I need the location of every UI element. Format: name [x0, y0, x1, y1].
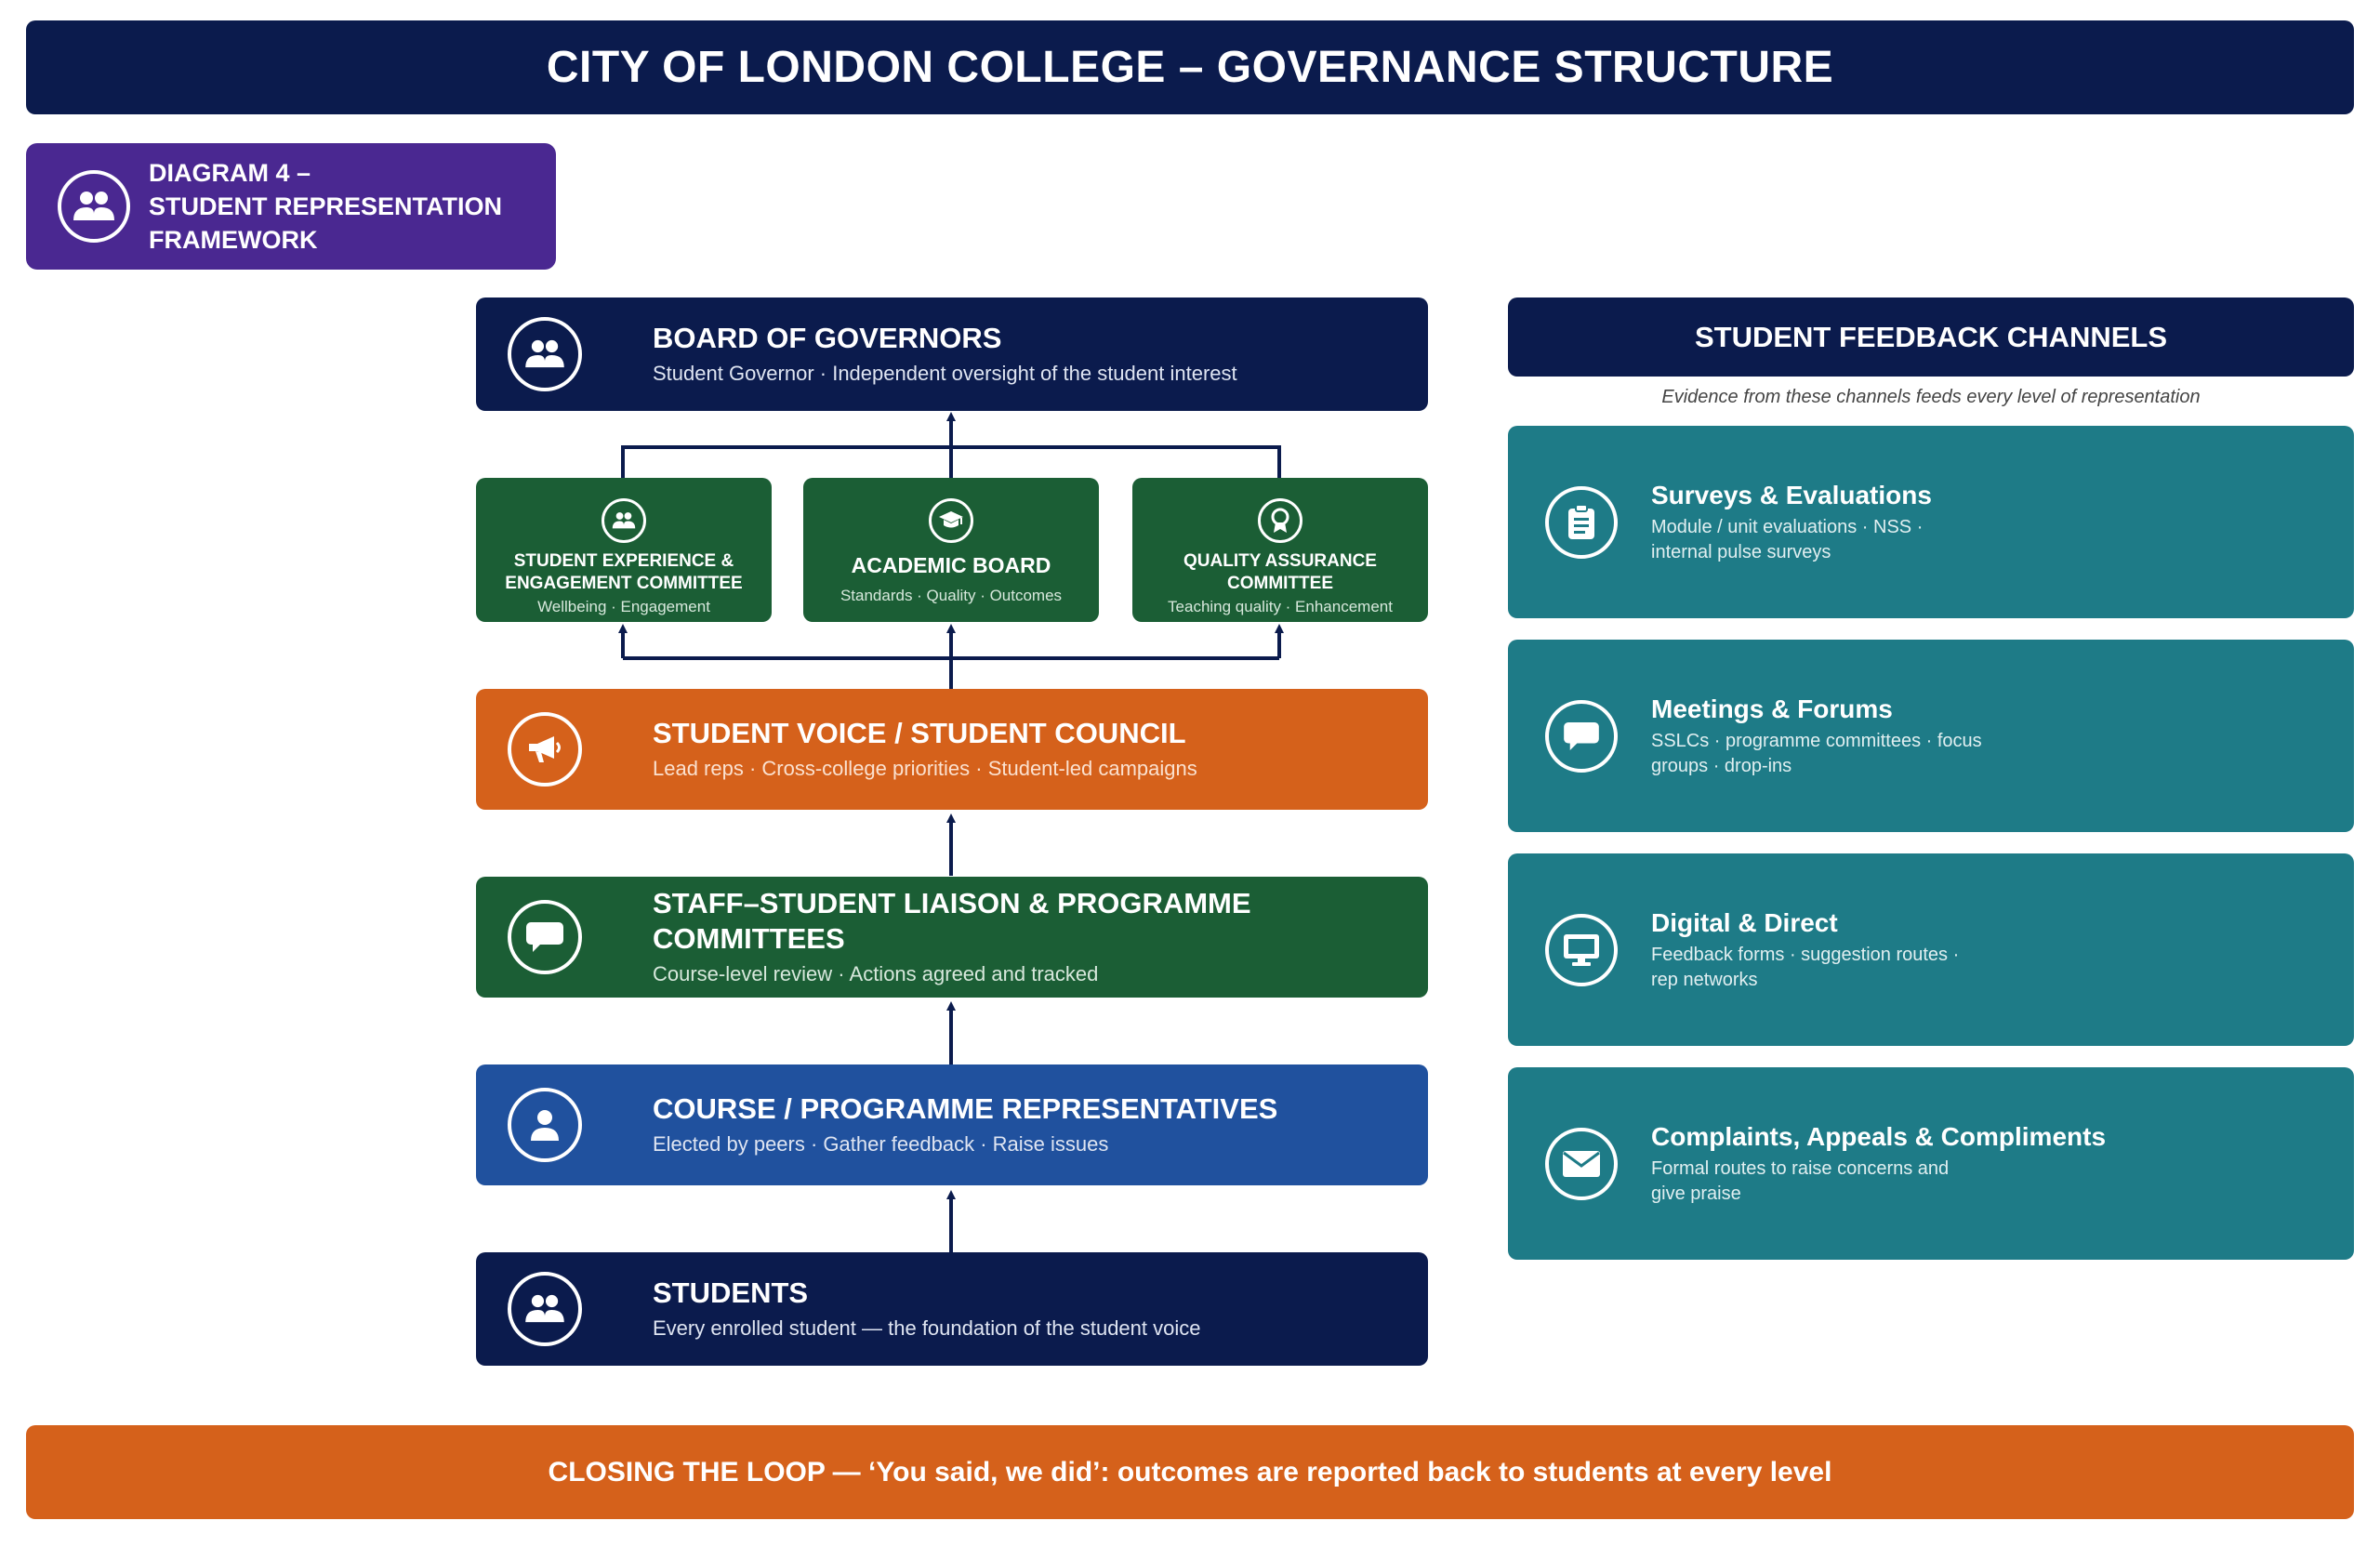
committee-1-subtitle: Wellbeing · Engagement — [537, 598, 710, 615]
feedback-header-text: STUDENT FEEDBACK CHANNELS — [1694, 320, 2168, 353]
board-subtitle: Student Governor · Independent oversight… — [653, 362, 1237, 385]
graduation-cap-icon — [929, 498, 973, 543]
course-reps-box: COURSE / PROGRAMME REPRESENTATIVES Elect… — [476, 1064, 1428, 1185]
envelope-icon — [1545, 1127, 1618, 1200]
committee-3-subtitle: Teaching quality · Enhancement — [1168, 598, 1393, 615]
megaphone-icon — [508, 712, 582, 787]
channel-surveys-title: Surveys & Evaluations — [1651, 480, 1932, 509]
council-subtitle: Lead reps · Cross-college priorities · S… — [653, 757, 1197, 780]
students-title: STUDENTS — [653, 1276, 809, 1309]
award-ribbon-icon — [1258, 498, 1302, 543]
channel-meetings-title: Meetings & Forums — [1651, 694, 1893, 723]
committee-2-title: ACADEMIC BOARD — [851, 553, 1051, 577]
speech-bubble-icon — [508, 900, 582, 974]
committee-2-subtitle: Standards · Quality · Outcomes — [840, 587, 1063, 604]
student-experience-committee-box: STUDENT EXPERIENCE & ENGAGEMENT COMMITTE… — [476, 478, 772, 622]
students-box: STUDENTS Every enrolled student — the fo… — [476, 1252, 1428, 1366]
board-of-governors-box: BOARD OF GOVERNORS Student Governor · In… — [476, 298, 1428, 411]
person-icon — [508, 1088, 582, 1162]
page-title: CITY OF LONDON COLLEGE – GOVERNANCE STRU… — [546, 43, 1834, 92]
diagram-label-line3: FRAMEWORK — [149, 226, 318, 254]
committee-1-title-line1: STUDENT EXPERIENCE & — [513, 551, 734, 571]
people-icon — [602, 498, 646, 543]
channel-complaints: Complaints, Appeals & Compliments Formal… — [1508, 1067, 2354, 1260]
diagram-label-line1: DIAGRAM 4 – — [149, 159, 311, 187]
reps-title: COURSE / PROGRAMME REPRESENTATIVES — [653, 1092, 1278, 1125]
channel-digital: Digital & Direct Feedback forms · sugges… — [1508, 853, 2354, 1046]
people-icon — [508, 1272, 582, 1346]
committee-3-title-line2: COMMITTEE — [1227, 574, 1333, 593]
reps-subtitle: Elected by peers · Gather feedback · Rai… — [653, 1132, 1109, 1156]
people-icon — [58, 170, 130, 243]
channel-meetings-desc: SSLCs · programme committees · focus gro… — [1651, 730, 1982, 776]
diagram-label: DIAGRAM 4 – STUDENT REPRESENTATION FRAME… — [26, 143, 556, 270]
quality-assurance-committee-box: QUALITY ASSURANCE COMMITTEE Teaching qua… — [1132, 478, 1428, 622]
student-council-box: STUDENT VOICE / STUDENT COUNCIL Lead rep… — [476, 689, 1428, 810]
channel-digital-title: Digital & Direct — [1651, 907, 1838, 937]
committee-1-title-line2: ENGAGEMENT COMMITTEE — [505, 574, 743, 593]
channel-digital-desc: Feedback forms · suggestion routes · rep… — [1651, 944, 1960, 990]
students-subtitle: Every enrolled student — the foundation … — [653, 1316, 1201, 1340]
council-title: STUDENT VOICE / STUDENT COUNCIL — [653, 717, 1186, 749]
channel-meetings: Meetings & Forums SSLCs · programme comm… — [1508, 640, 2354, 832]
feedback-channels-header: STUDENT FEEDBACK CHANNELS — [1508, 298, 2354, 377]
liaison-committees-box: STAFF–STUDENT LIAISON & PROGRAMME COMMIT… — [476, 877, 1428, 998]
channel-surveys-desc: Module / unit evaluations · NSS · intern… — [1651, 516, 1924, 562]
diagram-label-line2: STUDENT REPRESENTATION — [149, 192, 503, 220]
feedback-note: Evidence from these channels feeds every… — [1661, 387, 2201, 407]
channel-complaints-desc: Formal routes to raise concerns and give… — [1651, 1157, 1950, 1204]
board-title: BOARD OF GOVERNORS — [653, 322, 1002, 354]
people-icon — [508, 317, 582, 391]
footer-text: CLOSING THE LOOP — ‘You said, we did’: o… — [548, 1456, 1832, 1488]
page-title-bar: CITY OF LONDON COLLEGE – GOVERNANCE STRU… — [26, 20, 2354, 114]
channel-complaints-title: Complaints, Appeals & Compliments — [1651, 1121, 2107, 1151]
committee-3-title-line1: QUALITY ASSURANCE — [1183, 551, 1377, 571]
closing-the-loop-banner: CLOSING THE LOOP — ‘You said, we did’: o… — [26, 1425, 2354, 1519]
clipboard-icon — [1545, 485, 1618, 559]
channel-surveys: Surveys & Evaluations Module / unit eval… — [1508, 426, 2354, 618]
monitor-icon — [1545, 913, 1618, 986]
liaison-title: STAFF–STUDENT LIAISON & PROGRAMME COMMIT… — [653, 887, 1251, 955]
speech-bubble-icon — [1545, 699, 1618, 773]
liaison-subtitle: Course-level review · Actions agreed and… — [653, 962, 1099, 985]
academic-board-box: ACADEMIC BOARD Standards · Quality · Out… — [803, 478, 1099, 622]
